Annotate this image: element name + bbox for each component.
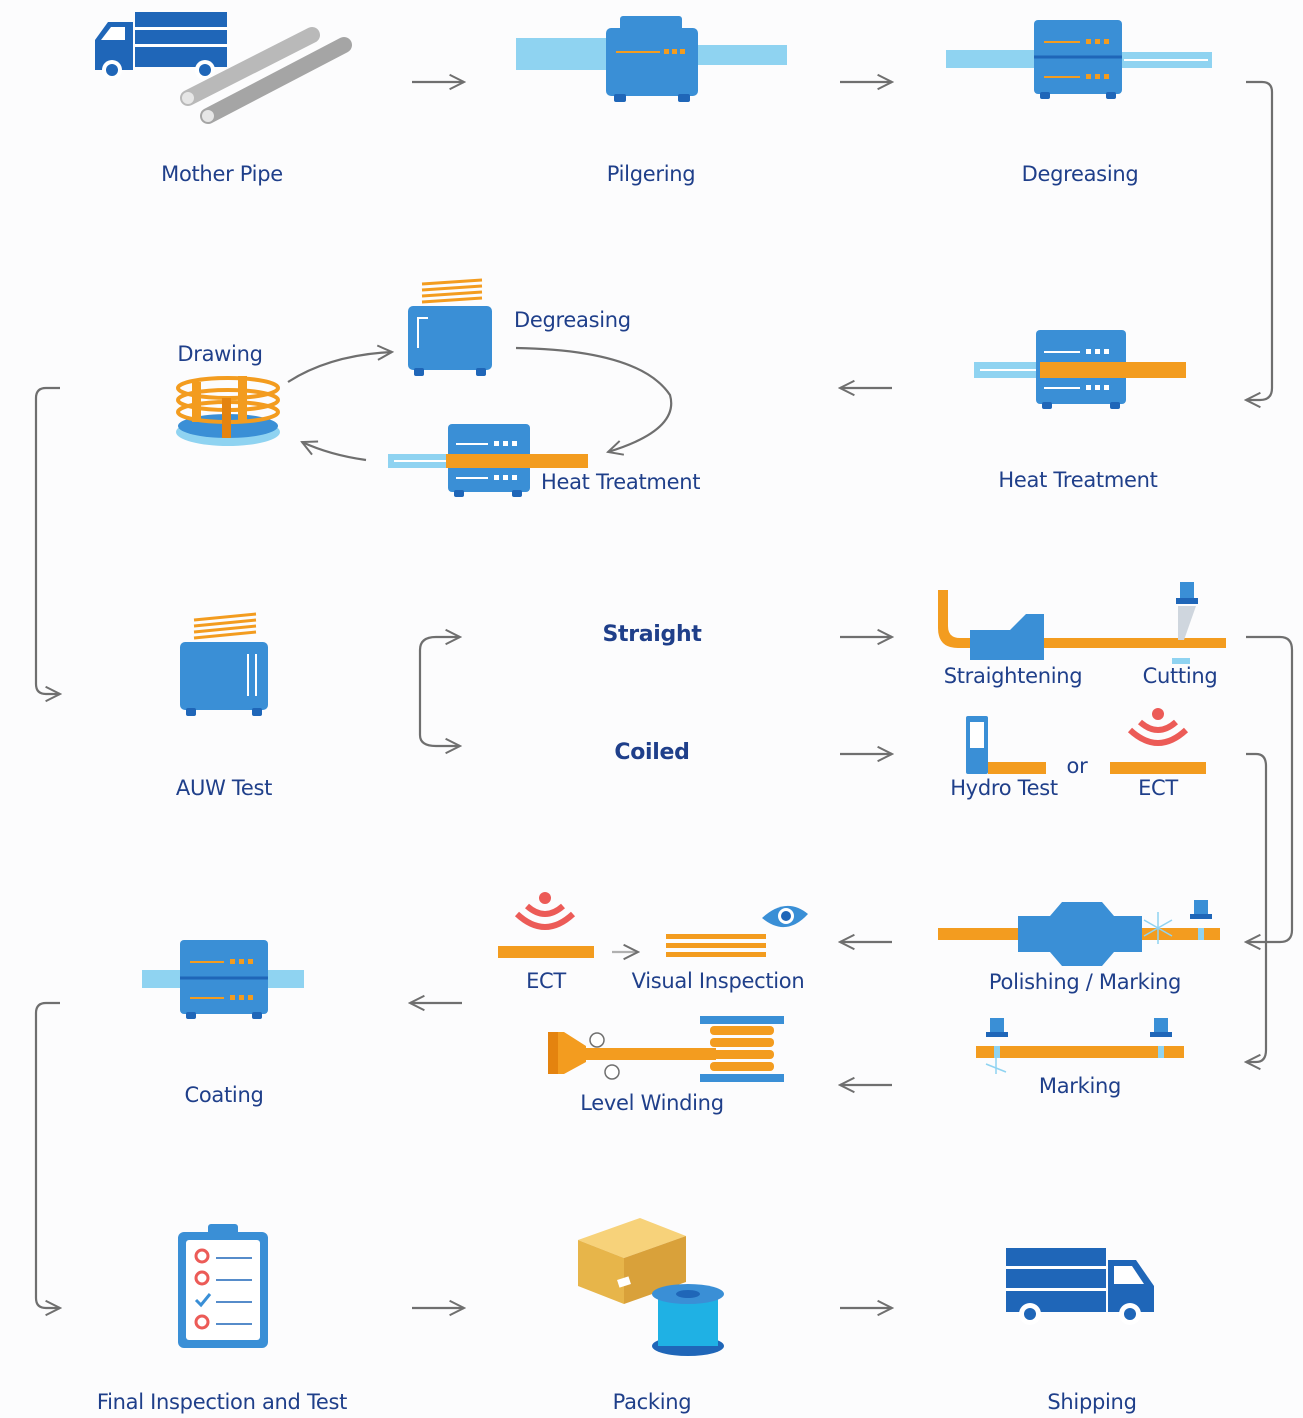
- hydro-test-icon: [966, 716, 1046, 774]
- label-or: or: [1066, 754, 1088, 778]
- label-visual-inspection: Visual Inspection: [631, 969, 805, 993]
- bracket-arrow-down: [34, 1001, 60, 1308]
- marker-icon: [976, 1018, 1184, 1074]
- branch-arrow: [418, 637, 460, 746]
- bracket-arrow-down: [1246, 635, 1294, 942]
- label-pilgering: Pilgering: [606, 162, 696, 186]
- level-winder-icon: [548, 1016, 784, 1082]
- label-hydro-test: Hydro Test: [950, 776, 1058, 800]
- eye-icon: [762, 905, 808, 928]
- label-level-winding: Level Winding: [580, 1091, 724, 1115]
- bracket-arrow-down: [1246, 752, 1268, 1062]
- label-ect: ECT: [1138, 776, 1178, 800]
- loop-arrow: [287, 352, 392, 383]
- loop-arrow: [302, 442, 367, 462]
- label-auw-test: AUW Test: [175, 776, 273, 800]
- drawing-coil-icon: [176, 376, 280, 446]
- pilger-machine-icon: [516, 16, 787, 102]
- coating-machine-icon: [142, 940, 304, 1019]
- degreasing-tank-icon: [408, 278, 492, 376]
- marker-icon: [1143, 900, 1212, 944]
- degreasing-machine-icon: [946, 20, 1212, 99]
- heat-treatment-furnace-icon: [388, 424, 588, 497]
- label-degreasing-loop: Degreasing: [514, 308, 631, 332]
- bracket-arrow-down: [34, 386, 60, 694]
- delivery-truck-icon: [1006, 1248, 1154, 1325]
- label-final-inspection: Final Inspection and Test: [96, 1390, 348, 1414]
- spool-icon: [652, 1284, 724, 1356]
- label-coating: Coating: [184, 1083, 264, 1107]
- truck-with-pipes-icon: [95, 12, 352, 124]
- label-straightening: Straightening: [943, 664, 1083, 688]
- label-heat-treatment-loop: Heat Treatment: [541, 470, 701, 494]
- checklist-icon: [178, 1224, 268, 1348]
- flow-arrows: [34, 80, 1294, 1308]
- straightener-icon: [938, 590, 1226, 660]
- eddy-current-icon: [1110, 708, 1206, 774]
- label-coiled: Coiled: [614, 740, 690, 765]
- label-straight: Straight: [602, 622, 702, 647]
- label-degreasing: Degreasing: [1021, 162, 1139, 186]
- label-drawing: Drawing: [177, 342, 263, 366]
- label-packing: Packing: [612, 1390, 692, 1414]
- label-heat-treatment: Heat Treatment: [998, 468, 1158, 492]
- label-shipping: Shipping: [1047, 1390, 1137, 1414]
- loop-arrow: [515, 346, 673, 452]
- eddy-current-icon: [498, 892, 594, 958]
- label-mother-pipe: Mother Pipe: [161, 162, 283, 186]
- label-marking: Marking: [1038, 1074, 1122, 1098]
- polisher-icon: [938, 902, 1220, 966]
- package-icon: [578, 1218, 686, 1304]
- heat-treatment-furnace-icon: [974, 330, 1186, 409]
- visual-inspection-tubes: [666, 934, 766, 957]
- label-cutting: Cutting: [1142, 664, 1218, 688]
- label-polishing-marking: Polishing / Marking: [988, 970, 1182, 994]
- ut-test-tank-icon: [180, 612, 268, 716]
- label-ect-2: ECT: [526, 969, 566, 993]
- bracket-arrow-down: [1246, 80, 1274, 400]
- cutter-icon: [1172, 582, 1198, 664]
